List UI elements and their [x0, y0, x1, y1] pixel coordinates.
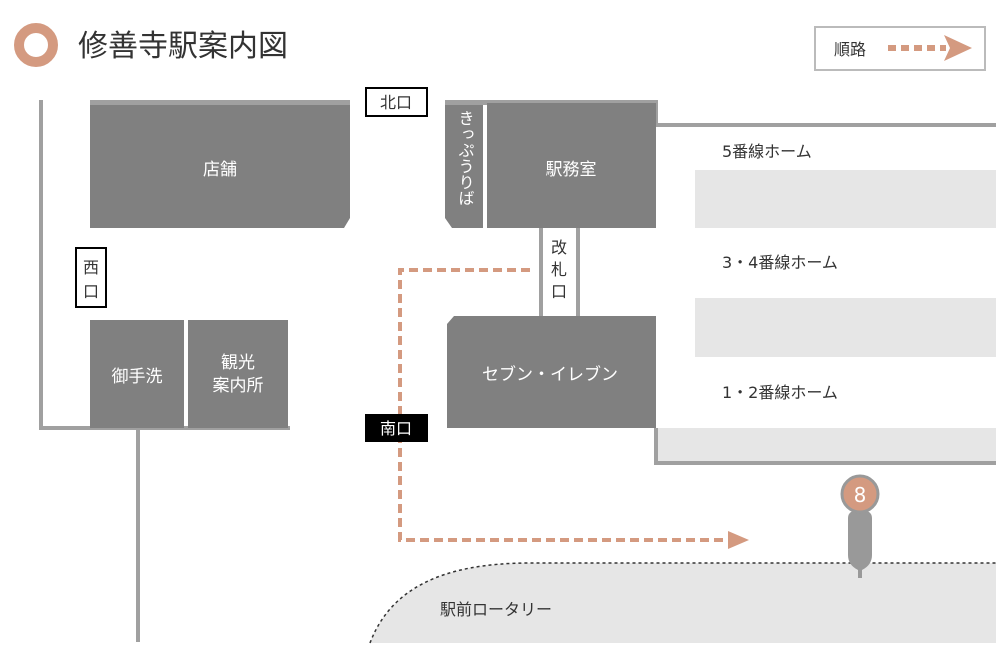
building-tourist-info: 観光 案内所 [188, 320, 288, 428]
exit-west: 西 口 [75, 247, 107, 308]
platform-label-3-4: 3・4番線ホーム [722, 253, 838, 272]
gate-label: 札 [551, 260, 567, 279]
exit-north: 北口 [365, 87, 428, 117]
building-toilet: 御手洗 [90, 320, 184, 428]
rotary-area [370, 563, 996, 643]
building-office: 駅務室 [487, 103, 656, 228]
platform-label-5: 5番線ホーム [722, 142, 812, 161]
legend-label: 順路 [834, 40, 866, 59]
store-label: セブン・イレブン [482, 364, 618, 385]
shop-label: 店舗 [203, 160, 237, 180]
route-arrow-icon [728, 531, 749, 549]
platform-edge [654, 428, 996, 465]
office-label: 駅務室 [546, 160, 597, 180]
building-shop: 店舗 [90, 100, 350, 228]
rotary-border [369, 562, 996, 644]
toilet-label: 御手洗 [112, 367, 163, 387]
logo-ring-icon [14, 23, 58, 67]
gate-label: 口 [551, 282, 567, 301]
platform-band [656, 428, 996, 463]
tourist-label: 観光 [221, 353, 255, 373]
platform-label-1-2: 1・2番線ホーム [722, 383, 838, 402]
svg-text:西: 西 [83, 258, 99, 277]
svg-text:口: 口 [83, 282, 99, 301]
legend: 順路 [814, 26, 986, 71]
building-store: セブン・イレブン [447, 316, 656, 428]
exit-south: 南口 [365, 414, 428, 442]
svg-text:南口: 南口 [380, 419, 412, 438]
gate: 改 札 口 [551, 238, 567, 301]
building-ticket: きっぷうりば [445, 100, 656, 228]
svg-text:北口: 北口 [380, 93, 412, 112]
bus-stop-number: 8 [854, 483, 867, 507]
tourist-label: 案内所 [213, 376, 264, 396]
platform-band [695, 170, 996, 228]
rotary-label: 駅前ロータリー [440, 600, 552, 619]
route-arrow-icon [944, 35, 972, 61]
route-path [398, 268, 725, 542]
ticket-label: きっぷうりば [456, 110, 475, 206]
platform-band [695, 298, 996, 357]
page-title: 修善寺駅案内図 [78, 29, 288, 64]
bus-stop-8: 8 [840, 474, 880, 578]
gate-label: 改 [551, 238, 567, 257]
